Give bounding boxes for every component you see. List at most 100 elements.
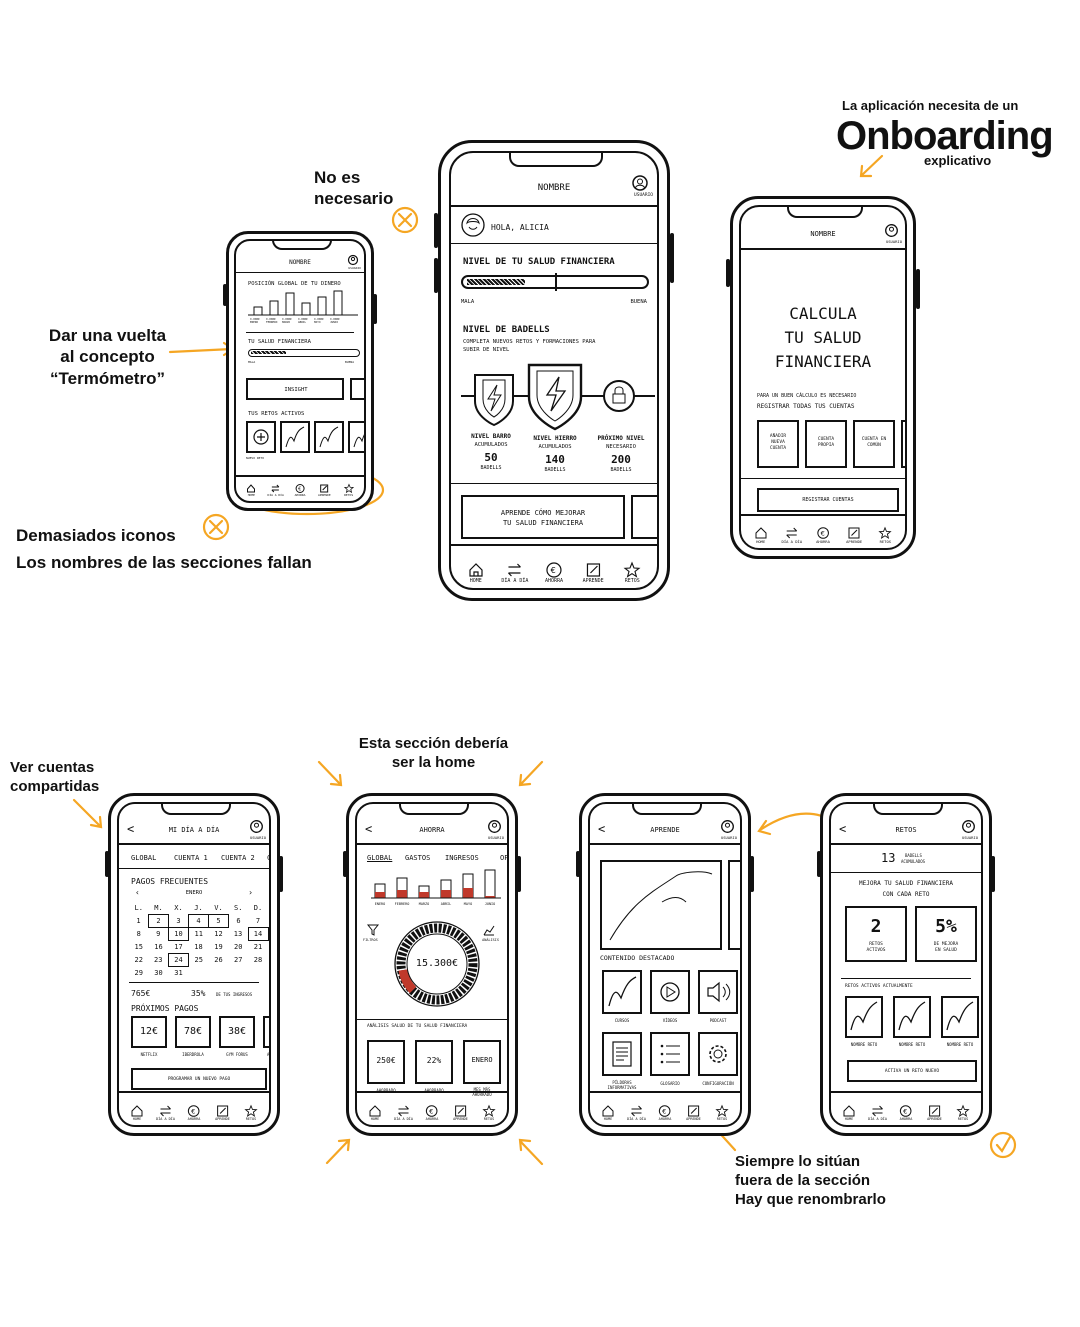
programar-button[interactable] <box>131 1068 267 1090</box>
nav-dia[interactable]: Día a día <box>501 562 528 584</box>
registrar-button[interactable] <box>757 488 899 512</box>
account-card-next[interactable] <box>901 420 905 468</box>
stat-card-mejora[interactable] <box>915 906 977 962</box>
nav-aprende[interactable]: Aprende <box>686 1105 701 1121</box>
content-card-configuracion[interactable] <box>698 1032 738 1076</box>
nav-retos[interactable]: Retos <box>715 1104 729 1121</box>
user-icon[interactable] <box>632 175 648 191</box>
reto-card[interactable] <box>348 421 364 453</box>
nav-label: Home <box>132 1117 142 1121</box>
month-next[interactable]: › <box>248 888 253 897</box>
transfer-icon <box>786 527 798 539</box>
payment-card[interactable] <box>219 1016 255 1048</box>
nav-ahorra[interactable]: €Ahorra <box>545 562 563 584</box>
new-reto-card[interactable] <box>246 421 276 453</box>
nav-home[interactable]: Home <box>131 1105 143 1121</box>
tab-cuenta-1[interactable]: Cuenta 1 <box>174 854 208 862</box>
tab-ingresos[interactable]: Ingresos <box>445 854 479 862</box>
nav-home[interactable]: Home <box>247 484 256 497</box>
nav-aprende[interactable]: Aprende <box>215 1105 230 1121</box>
nav-ahorra[interactable]: €Ahorra <box>426 1105 438 1121</box>
back-button[interactable]: < <box>365 822 373 836</box>
analytics-icon[interactable] <box>483 924 495 936</box>
payment-card[interactable] <box>175 1016 211 1048</box>
nav-ahorra[interactable]: €Ahorra <box>188 1105 200 1121</box>
nav-aprende[interactable]: Aprende <box>846 527 862 544</box>
user-icon[interactable] <box>488 820 501 833</box>
nav-dia[interactable]: Día a día <box>394 1105 413 1121</box>
month-label: X.000€ Junio <box>330 317 340 325</box>
aprende-next-card[interactable] <box>631 495 657 539</box>
content-card-cursos[interactable] <box>602 970 642 1014</box>
nav-ahorra[interactable]: €Ahorra <box>659 1105 671 1121</box>
tab-global[interactable]: Global <box>367 854 393 862</box>
nav-dia[interactable]: Día a día <box>268 484 284 497</box>
content-card-podcast[interactable] <box>698 970 738 1014</box>
back-button[interactable]: < <box>839 822 847 836</box>
total-amount: 15.300€ <box>415 958 459 969</box>
nav-aprende[interactable]: Aprende <box>453 1105 468 1121</box>
card-label: Cuenta en <box>861 437 887 442</box>
stat-card[interactable] <box>367 1040 405 1084</box>
reto-card[interactable] <box>941 996 979 1038</box>
stat-card-retos[interactable] <box>845 906 907 962</box>
nav-ahorra[interactable]: €Ahorra <box>816 527 830 544</box>
user-icon[interactable] <box>721 820 734 833</box>
nav-retos[interactable]: Retos <box>343 483 354 497</box>
user-icon[interactable] <box>885 224 898 237</box>
featured-content-card[interactable] <box>600 860 722 950</box>
nav-retos[interactable]: Retos <box>956 1104 970 1121</box>
insight-next-card[interactable] <box>350 378 364 400</box>
aprende-button[interactable] <box>461 495 625 539</box>
content-card-pildoras[interactable] <box>602 1032 642 1076</box>
payment-card[interactable] <box>131 1016 167 1048</box>
account-card[interactable] <box>853 420 895 468</box>
tab-more[interactable]: Cu <box>267 854 271 862</box>
nav-aprende[interactable]: Aprende <box>583 562 604 584</box>
screen-title: Nombre <box>289 259 311 266</box>
reto-card[interactable] <box>314 421 344 453</box>
user-icon[interactable] <box>347 254 359 266</box>
back-button[interactable]: < <box>127 822 135 836</box>
account-card[interactable] <box>757 420 799 468</box>
month-prev[interactable]: ‹ <box>135 888 140 897</box>
nav-home[interactable]: Home <box>369 1105 381 1121</box>
stat-card[interactable] <box>415 1040 453 1084</box>
star-icon <box>715 1104 729 1118</box>
nav-ahorra[interactable]: €Ahorra <box>900 1105 912 1121</box>
nav-retos[interactable]: Retos <box>482 1104 496 1121</box>
nav-dia[interactable]: Día a día <box>627 1105 646 1121</box>
nav-ahorra[interactable]: €Ahorra <box>295 484 305 497</box>
account-card[interactable] <box>805 420 847 468</box>
activa-button[interactable] <box>847 1060 977 1082</box>
tab-cuenta-2[interactable]: Cuenta 2 <box>221 854 255 862</box>
nav-home[interactable]: Home <box>843 1105 855 1121</box>
tab-global[interactable]: Global <box>131 854 157 862</box>
reto-card[interactable] <box>845 996 883 1038</box>
nav-home[interactable]: Home <box>468 562 484 584</box>
nav-aprende[interactable]: Aprende <box>927 1105 942 1121</box>
user-icon[interactable] <box>962 820 975 833</box>
nav-dia[interactable]: Día a día <box>868 1105 887 1121</box>
nav-home[interactable]: Home <box>602 1105 614 1121</box>
reto-card[interactable] <box>280 421 310 453</box>
nav-dia[interactable]: Día a día <box>782 527 802 544</box>
reto-card[interactable] <box>893 996 931 1038</box>
insight-button[interactable] <box>246 378 344 400</box>
nav-aprende[interactable]: Aprende <box>318 484 331 497</box>
nav-retos[interactable]: Retos <box>244 1104 258 1121</box>
nav-retos[interactable]: Retos <box>623 561 641 584</box>
payment-card[interactable] <box>263 1016 269 1048</box>
content-card-videos[interactable] <box>650 970 690 1014</box>
nav-home[interactable]: Home <box>755 527 767 544</box>
content-card-glosario[interactable] <box>650 1032 690 1076</box>
tab-gastos[interactable]: Gastos <box>405 854 431 862</box>
filter-icon[interactable] <box>366 924 380 936</box>
nav-retos[interactable]: Retos <box>878 526 892 544</box>
stat-card[interactable] <box>463 1040 501 1084</box>
back-button[interactable]: < <box>598 822 606 836</box>
featured-next-card[interactable] <box>728 860 740 950</box>
user-icon[interactable] <box>250 820 263 833</box>
tab-more[interactable]: Op <box>500 854 509 862</box>
nav-dia[interactable]: Día a día <box>156 1105 175 1121</box>
